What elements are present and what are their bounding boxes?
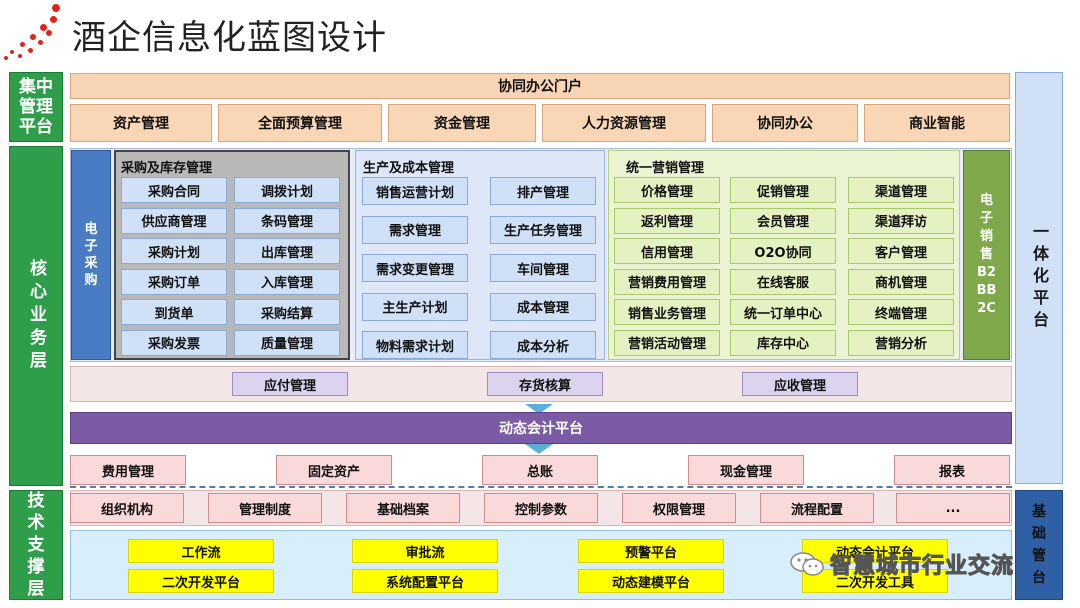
e-procurement-panel: 电子采购	[71, 150, 111, 360]
tech-item: 二次开发平台	[128, 569, 274, 593]
wechat-icon	[790, 551, 824, 577]
marketing-item: 会员管理	[730, 207, 836, 234]
production-item: 生产任务管理	[490, 215, 596, 244]
module-box: 资产管理	[70, 104, 212, 142]
marketing-item: 客户管理	[848, 238, 954, 264]
watermark-text: 智慧城市行业交流	[829, 554, 1015, 580]
production-item: 主生产计划	[362, 292, 468, 321]
accounting-item: 应付管理	[232, 372, 348, 396]
purchase-item: 到货单	[121, 299, 227, 325]
base-item: 流程配置	[760, 493, 874, 523]
marketing-item: 终端管理	[848, 299, 954, 325]
tech-item: 预警平台	[578, 539, 724, 563]
purchase-item: 采购合同	[121, 177, 227, 203]
base-item: 管理制度	[208, 493, 322, 523]
down-arrow-icon	[525, 444, 553, 454]
page-title: 酒企信息化蓝图设计	[72, 18, 387, 58]
purchase-item: 采购订单	[121, 268, 227, 295]
module-box: 人力资源管理	[542, 104, 706, 142]
base-platform-panel: 基础管台	[1015, 490, 1063, 600]
tech-item: 动态建模平台	[578, 569, 724, 593]
integrated-platform-label: 一体化平台	[1030, 223, 1049, 333]
base-item: 权限管理	[622, 493, 736, 523]
module-box: 商业智能	[864, 104, 1010, 142]
marketing-item: 营销活动管理	[614, 329, 720, 356]
marketing-item: 库存中心	[730, 329, 836, 356]
marketing-item: 营销分析	[848, 329, 954, 356]
marketing-item: 返利管理	[614, 207, 720, 234]
purchase-item: 条码管理	[234, 207, 340, 234]
purchase-item: 入库管理	[234, 268, 340, 295]
e-procurement-label: 电子采购	[84, 222, 98, 288]
module-box: 协同办公	[712, 104, 858, 142]
base-item: 基础档案	[346, 493, 460, 523]
layer-central-label: 集中管理平台	[19, 77, 53, 137]
module-box: 资金管理	[388, 104, 536, 142]
finance-item: 现金管理	[688, 455, 804, 485]
base-platform-label: 基础管台	[1032, 504, 1046, 586]
marketing-item: 渠道拜访	[848, 207, 954, 234]
finance-item: 报表	[894, 455, 1010, 485]
logo-dots	[0, 0, 66, 62]
tech-item: 系统配置平台	[352, 569, 498, 593]
portal-bar: 协同办公门户	[70, 73, 1010, 99]
purchase-item: 供应商管理	[121, 207, 227, 234]
layer-tech: 技术支撑层	[9, 490, 63, 600]
purchase-item: 调拨计划	[234, 177, 340, 203]
finance-row-bg	[70, 452, 1012, 488]
marketing-item: 销售业务管理	[614, 299, 720, 325]
purchase-item: 采购结算	[234, 299, 340, 325]
marketing-item: 促销管理	[730, 177, 836, 203]
production-item: 需求变更管理	[362, 254, 468, 282]
finance-item: 费用管理	[70, 455, 186, 485]
purchase-item: 质量管理	[234, 329, 340, 356]
production-item: 物料需求计划	[362, 331, 468, 359]
purchase-title: 采购及库存管理	[121, 161, 213, 176]
tech-item: 动态会计平台	[802, 539, 948, 563]
tech-item: 审批流	[352, 539, 498, 563]
marketing-item: 价格管理	[614, 177, 720, 203]
marketing-item: 在线客服	[730, 268, 836, 295]
layer-central: 集中管理平台	[9, 72, 63, 142]
marketing-item: 营销费用管理	[614, 268, 720, 295]
base-item: ...	[896, 493, 1010, 523]
tech-item: 工作流	[128, 539, 274, 563]
tech-item: 二次开发工具	[802, 569, 948, 593]
layer-tech-label: 技术支撑层	[27, 491, 45, 599]
accounting-item: 应收管理	[742, 372, 858, 396]
purchase-item: 采购计划	[121, 238, 227, 264]
production-item: 成本分析	[490, 331, 596, 359]
layer-core: 核心业务层	[9, 146, 63, 486]
production-item: 车间管理	[490, 254, 596, 282]
integrated-platform-panel: 一体化平台	[1015, 72, 1063, 484]
finance-item: 总账	[482, 455, 598, 485]
base-item: 组织机构	[70, 493, 184, 523]
purchase-item: 出库管理	[234, 238, 340, 264]
finance-item: 固定资产	[276, 455, 392, 485]
marketing-item: 商机管理	[848, 268, 954, 295]
marketing-item: 统一订单中心	[730, 299, 836, 325]
marketing-title: 统一营销管理	[626, 161, 705, 176]
watermark: 智慧城市行业交流	[790, 548, 1014, 580]
purchase-item: 采购发票	[121, 329, 227, 356]
production-item: 成本管理	[490, 292, 596, 321]
production-item: 排产管理	[490, 177, 596, 205]
marketing-item: O2O协同	[730, 238, 836, 264]
accounting-platform-bar: 动态会计平台	[70, 412, 1012, 444]
e-sales-panel: 电子销售B2BB2C	[963, 150, 1010, 360]
marketing-item: 渠道管理	[848, 177, 954, 203]
accounting-item: 存货核算	[487, 372, 603, 396]
production-item: 销售运营计划	[362, 177, 468, 205]
e-sales-label: 电子销售B2BB2C	[976, 193, 997, 316]
base-item: 控制参数	[484, 493, 598, 523]
layer-core-label: 核心业务层	[26, 258, 46, 374]
production-item: 需求管理	[362, 215, 468, 244]
module-box: 全面预算管理	[218, 104, 382, 142]
production-title: 生产及成本管理	[363, 161, 455, 176]
marketing-item: 信用管理	[614, 238, 720, 264]
down-arrow-icon	[525, 404, 553, 414]
